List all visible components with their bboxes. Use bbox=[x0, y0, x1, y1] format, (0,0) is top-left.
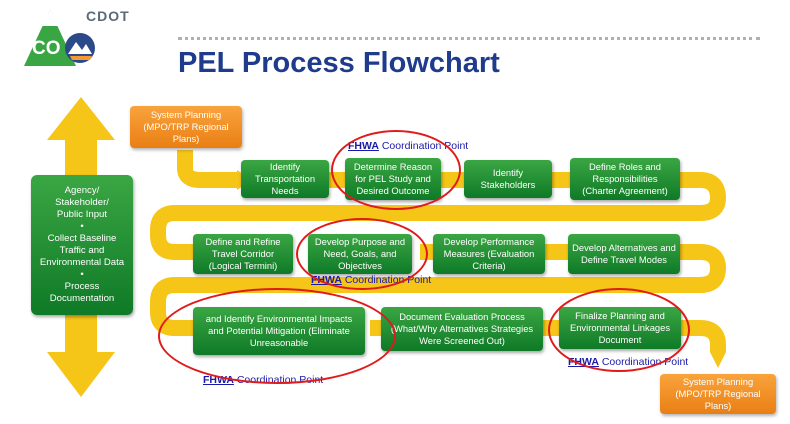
left-line: Stakeholder/ bbox=[55, 197, 109, 208]
step-identify-needs: Identify Transportation Needs bbox=[241, 160, 329, 198]
step-document-evaluation: Document Evaluation Process (What/Why Al… bbox=[381, 307, 543, 351]
page-title: PEL Process Flowchart bbox=[178, 47, 500, 79]
serpentine-arrow bbox=[150, 150, 726, 353]
left-line: Environmental Data bbox=[39, 257, 125, 268]
step-develop-alternatives: Develop Alternatives and Define Travel M… bbox=[568, 234, 680, 274]
left-line: Public Input bbox=[56, 209, 108, 220]
end-system-planning-box: System Planning (MPO/TRP Regional Plans) bbox=[660, 374, 776, 414]
step-identify-stakeholders: Identify Stakeholders bbox=[464, 160, 552, 198]
step-define-roles: Define Roles and Responsibilities (Chart… bbox=[570, 158, 680, 200]
arrow-head-end bbox=[710, 352, 726, 368]
left-line: Traffic and bbox=[59, 245, 105, 256]
left-line: Process bbox=[64, 281, 100, 292]
highlight-oval-3 bbox=[158, 288, 396, 384]
left-line: Agency/ bbox=[64, 185, 100, 196]
header-divider bbox=[178, 37, 760, 40]
highlight-oval-4 bbox=[548, 288, 690, 372]
logo-mark-text: CO bbox=[32, 38, 61, 59]
left-line: • bbox=[80, 269, 84, 280]
left-line: • bbox=[80, 221, 84, 232]
step-performance-measures: Develop Performance Measures (Evaluation… bbox=[433, 234, 545, 274]
cdot-logo-icon bbox=[24, 10, 95, 66]
logo-text: CDOT bbox=[86, 8, 130, 24]
highlight-oval-2 bbox=[296, 218, 428, 290]
left-line: Collect Baseline bbox=[47, 233, 117, 244]
left-line: Documentation bbox=[49, 293, 115, 304]
left-info-box: Agency/ Stakeholder/ Public Input • Coll… bbox=[31, 175, 133, 315]
highlight-oval-1 bbox=[331, 130, 461, 210]
step-define-corridor: Define and Refine Travel Corridor (Logic… bbox=[193, 234, 293, 274]
start-system-planning-box: System Planning (MPO/TRP Regional Plans) bbox=[130, 106, 242, 148]
